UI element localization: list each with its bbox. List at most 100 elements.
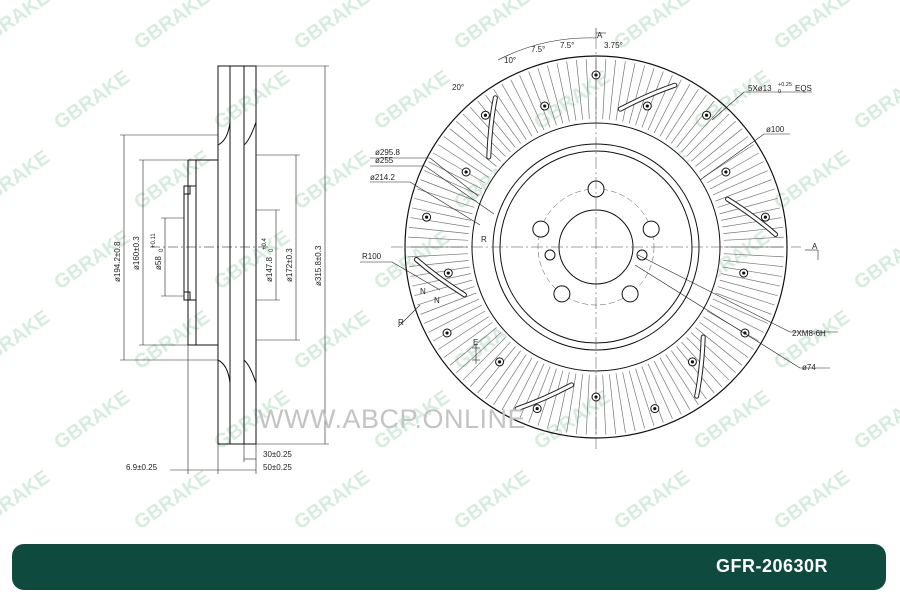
vent-line bbox=[641, 366, 664, 423]
brake-slot-inner bbox=[695, 335, 705, 398]
radius-r1: R bbox=[481, 235, 487, 244]
vent-line bbox=[424, 298, 480, 324]
dim-d214: ø214.2 bbox=[370, 173, 395, 182]
vent-line bbox=[686, 113, 730, 157]
vent-line bbox=[438, 144, 489, 178]
brand-watermark: GBRAKE bbox=[770, 146, 854, 214]
vent-line bbox=[719, 279, 778, 296]
brand-watermark: GBRAKE bbox=[0, 466, 54, 534]
vent-line bbox=[628, 370, 645, 429]
note-e: E bbox=[473, 338, 478, 347]
brand-watermark-text: GBRAKE bbox=[370, 66, 454, 134]
brand-watermark: GBRAKE bbox=[610, 466, 694, 534]
brand-watermark-text: GBRAKE bbox=[290, 146, 374, 214]
vent-line bbox=[408, 253, 469, 258]
brake-slot-inner bbox=[414, 258, 466, 297]
disc-side-view bbox=[150, 65, 270, 445]
drill-hole-center bbox=[535, 407, 539, 411]
vent-line bbox=[665, 89, 699, 140]
drill-hole-center bbox=[704, 113, 709, 117]
vent-line bbox=[690, 332, 736, 374]
side-dimension-lines bbox=[120, 65, 329, 474]
dim-t50: 50±0.25 bbox=[263, 463, 292, 472]
vent-line bbox=[485, 94, 522, 144]
site-watermark: WWW.ABCP.ONLINE bbox=[258, 404, 527, 434]
angle-3-75: 3.75° bbox=[604, 41, 623, 50]
vent-line bbox=[414, 198, 473, 215]
side-dimension-labels: ø194.2±0.8 ø160±0.3 ø58 +0.11 0 ø147.8 +… bbox=[113, 233, 323, 472]
vent-line bbox=[462, 113, 506, 157]
bolt-hole bbox=[553, 285, 571, 303]
vent-line bbox=[510, 360, 539, 415]
brand-watermark-text: GBRAKE bbox=[770, 0, 854, 54]
brand-watermark-text: GBRAKE bbox=[610, 0, 694, 54]
brand-watermark: GBRAKE bbox=[210, 66, 294, 134]
drill-hole-center bbox=[653, 407, 657, 411]
holes-eqs: EQS bbox=[795, 84, 812, 93]
brake-slot-inner bbox=[726, 197, 778, 236]
brand-watermark-text: GBRAKE bbox=[290, 466, 374, 534]
vent-line bbox=[420, 292, 477, 315]
section-marker-right: A bbox=[812, 242, 818, 251]
brand-watermark: GBRAKE bbox=[370, 66, 454, 134]
brand-watermark-text: GBRAKE bbox=[210, 226, 294, 294]
vent-line bbox=[670, 350, 707, 400]
bolt-hole bbox=[532, 220, 550, 238]
brand-watermark: GBRAKE bbox=[50, 66, 134, 134]
dim-d147-tol: +0.4 bbox=[262, 237, 268, 250]
vent-line bbox=[628, 65, 645, 124]
brand-watermark: GBRAKE bbox=[210, 226, 294, 294]
angle-10: 10° bbox=[504, 56, 516, 65]
dim-d58-tol2: 0 bbox=[159, 248, 165, 252]
brand-watermark: GBRAKE bbox=[130, 466, 214, 534]
brand-watermark-text: GBRAKE bbox=[770, 466, 854, 534]
brand-watermark-text: GBRAKE bbox=[850, 386, 900, 454]
drill-hole-center bbox=[543, 104, 547, 108]
vent-line bbox=[622, 63, 636, 122]
drill-hole-center bbox=[483, 113, 488, 117]
vent-line bbox=[556, 372, 570, 431]
vent-line bbox=[443, 136, 493, 173]
vent-line bbox=[723, 253, 784, 258]
brand-watermark: GBRAKE bbox=[370, 226, 454, 294]
vent-line bbox=[635, 368, 655, 426]
vent-line bbox=[433, 310, 486, 342]
brand-watermark-text: GBRAKE bbox=[690, 386, 774, 454]
vent-line bbox=[686, 337, 730, 381]
vent-line bbox=[528, 366, 551, 423]
vent-line bbox=[410, 217, 470, 228]
brand-watermark: GBRAKE bbox=[690, 386, 774, 454]
angle-20: 20° bbox=[452, 83, 464, 92]
part-number: GFR-20630R bbox=[715, 556, 828, 576]
brand-watermark: GBRAKE bbox=[290, 146, 374, 214]
vent-line bbox=[602, 374, 607, 435]
vent-line bbox=[690, 120, 736, 162]
dim-t30: 30±0.25 bbox=[263, 450, 292, 459]
vent-line bbox=[722, 217, 782, 228]
vent-line bbox=[493, 354, 527, 405]
brand-watermark: GBRAKE bbox=[770, 0, 854, 54]
vent-line bbox=[681, 107, 723, 153]
brake-slot-inner bbox=[618, 83, 677, 111]
vent-line bbox=[428, 161, 483, 190]
vent-line bbox=[501, 84, 533, 137]
vent-line bbox=[566, 61, 577, 121]
vent-line bbox=[528, 71, 551, 128]
vent-line bbox=[449, 128, 497, 167]
brand-watermark-text: GBRAKE bbox=[610, 466, 694, 534]
thread-callout: 2XM8-6H bbox=[792, 329, 826, 338]
vent-line bbox=[647, 75, 673, 131]
front-dimension-labels: 10° 7.5° 7.5° 3.75° 20° A A 5Xø13 +0.25 … bbox=[362, 31, 826, 372]
vent-line bbox=[715, 179, 772, 202]
vent-line bbox=[410, 266, 470, 277]
vent-line bbox=[449, 327, 497, 366]
dim-d255: ø255 bbox=[375, 156, 394, 165]
vent-line bbox=[699, 321, 749, 358]
drill-hole-center bbox=[446, 271, 450, 275]
brand-watermark: GBRAKE bbox=[450, 0, 534, 54]
vent-line bbox=[723, 227, 784, 234]
dim-d100: ø100 bbox=[766, 125, 785, 134]
drill-hole-center bbox=[594, 395, 598, 399]
vent-line bbox=[609, 374, 616, 435]
